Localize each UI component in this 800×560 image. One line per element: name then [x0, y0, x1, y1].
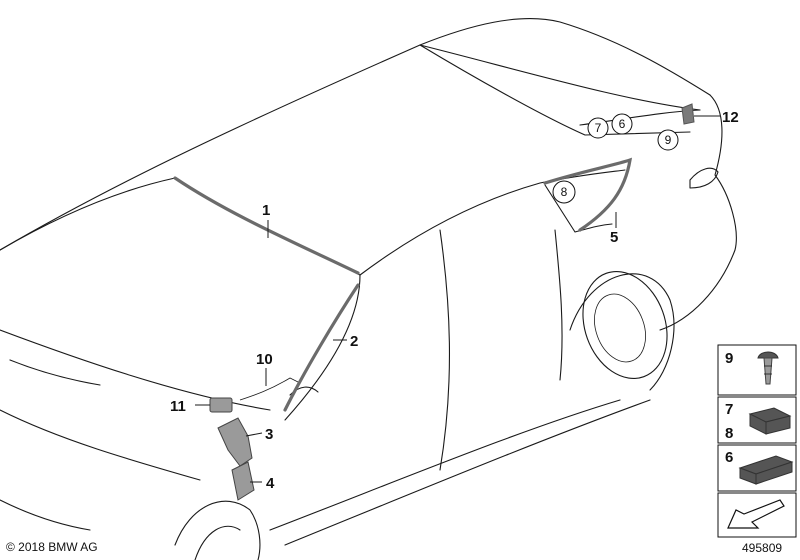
callout-1: 1 — [262, 202, 270, 238]
foam-strip-icon — [738, 455, 794, 485]
part-4-cover — [231, 461, 255, 501]
callout-3: 3 — [245, 426, 273, 443]
circled-ref-label: 6 — [619, 117, 626, 131]
callout-label: 3 — [265, 426, 273, 443]
circled-ref-6: 6 — [611, 113, 633, 135]
screw-clip-icon — [757, 351, 779, 385]
callout-label: 2 — [350, 333, 358, 350]
rear-trim-piece — [681, 103, 695, 125]
part-11-clip — [209, 397, 233, 413]
inset-panel-7-8: 7 8 — [717, 396, 797, 444]
arrow-symbol-icon — [727, 499, 785, 529]
part-3-water-deflector — [217, 417, 253, 467]
seal-parts — [173, 103, 695, 412]
inset-panel-9: 9 — [717, 344, 797, 396]
inset-label: 7 — [725, 401, 733, 418]
callout-4: 4 — [250, 475, 275, 492]
callout-label: 4 — [266, 475, 275, 492]
callout-label: 10 — [256, 351, 273, 368]
diagram-number: 495809 — [742, 541, 783, 555]
part-10-bracket — [239, 377, 299, 401]
inset-panel-6: 6 — [717, 444, 797, 492]
callout-12: 12 — [694, 109, 739, 126]
a-pillar-seal — [283, 283, 360, 412]
callout-5: 5 — [610, 212, 618, 246]
callout-label: 5 — [610, 229, 618, 246]
callout-label: 1 — [262, 202, 270, 219]
windshield-upper-seal — [173, 176, 360, 275]
callout-2: 2 — [333, 333, 358, 350]
circled-ref-label: 7 — [595, 121, 602, 135]
circled-ref-label: 8 — [561, 185, 568, 199]
front-parts — [209, 377, 299, 501]
callout-label: 11 — [170, 398, 186, 415]
inset-label: 6 — [725, 449, 733, 466]
callout-11: 11 — [170, 398, 210, 415]
callout-label: 12 — [722, 109, 739, 126]
callout-10: 10 — [256, 351, 273, 386]
quarter-window-seal — [543, 157, 633, 232]
inset-label: 9 — [725, 350, 733, 367]
inset-panel-arrow — [717, 492, 797, 538]
foam-block-icon — [748, 407, 792, 435]
inset-label: 8 — [725, 425, 733, 442]
circled-ref-8: 8 — [552, 180, 576, 204]
car-outline — [0, 18, 737, 560]
circled-ref-9: 9 — [657, 129, 679, 151]
copyright-text: © 2018 BMW AG — [6, 540, 98, 554]
circled-ref-label: 9 — [665, 133, 672, 147]
circled-ref-7: 7 — [587, 117, 609, 139]
